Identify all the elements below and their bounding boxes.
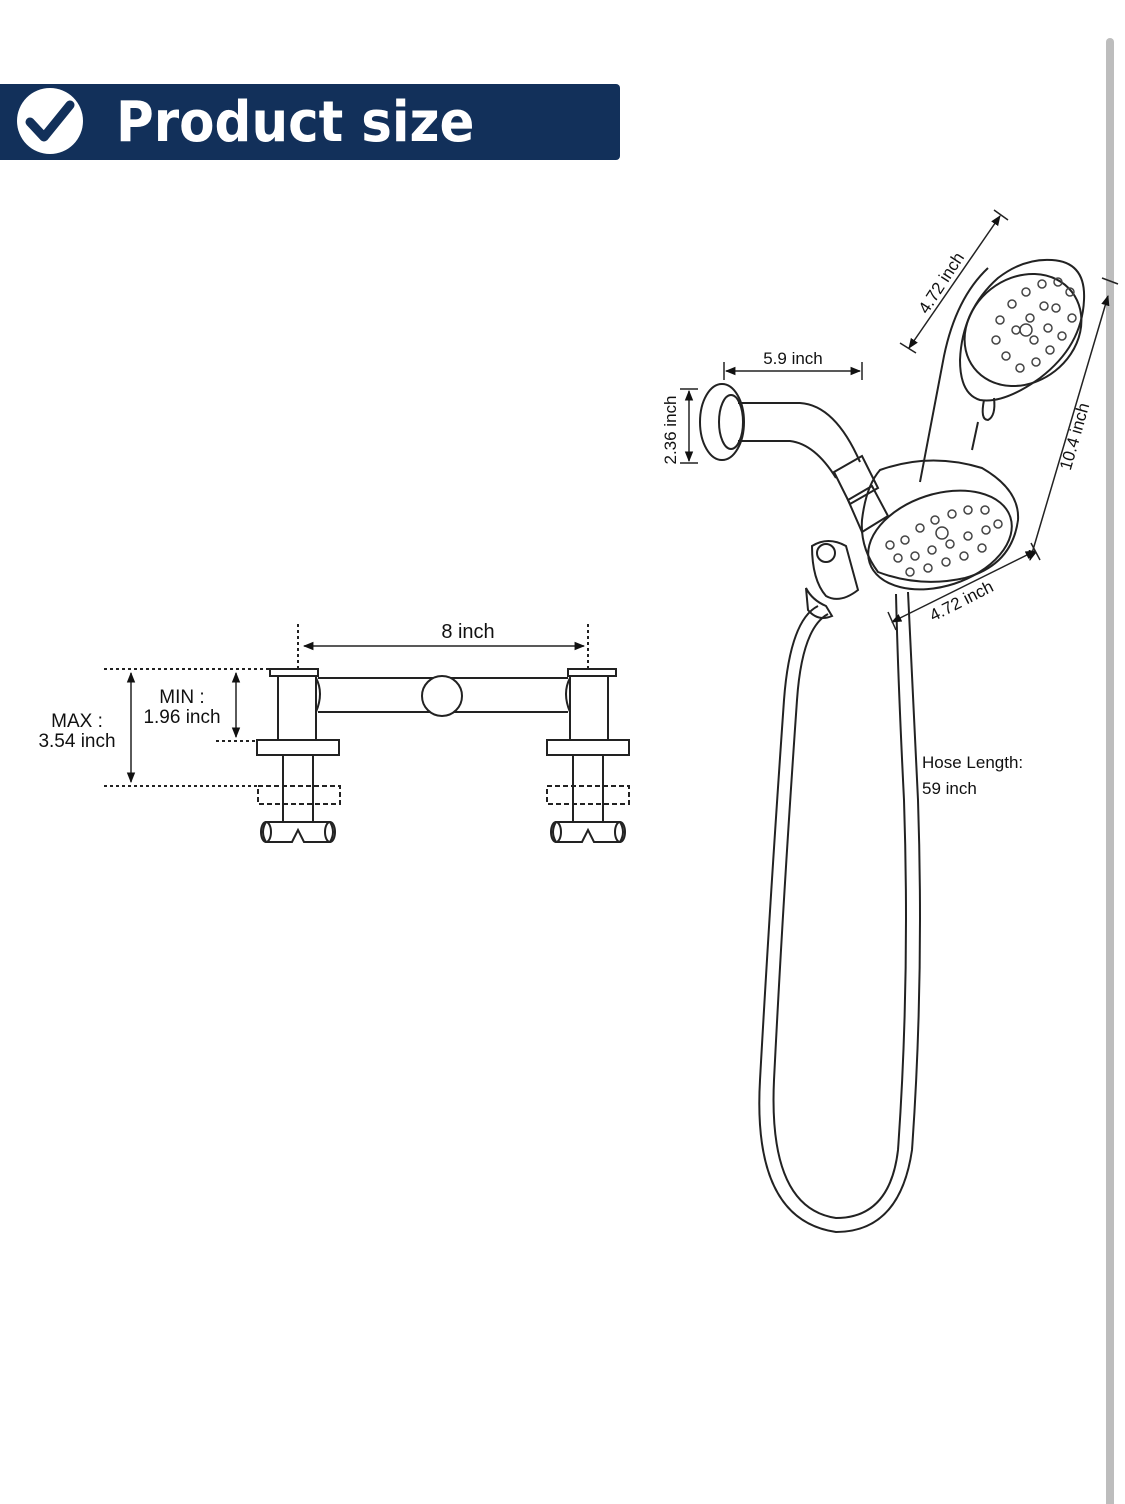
- height-dimension-line: [1028, 294, 1110, 562]
- swivel-connector: [832, 454, 880, 506]
- left-handle: [262, 821, 334, 843]
- check-circle-icon: [17, 88, 83, 154]
- left-valve-body: [277, 675, 317, 741]
- left-flange: [256, 739, 340, 756]
- height-label: 10.4 inch: [1056, 401, 1093, 473]
- handheld-shower-head: [958, 258, 1086, 402]
- flange-diameter-label: 2.36 inch: [661, 396, 680, 465]
- right-handle: [552, 821, 624, 843]
- right-flange: [546, 739, 630, 756]
- page-title: Product size: [116, 90, 475, 155]
- right-valve-body: [569, 675, 609, 741]
- right-flange-extended: [546, 785, 630, 805]
- fixed-head-nozzles: [885, 505, 1003, 577]
- valve-max-label: MAX :: [51, 711, 103, 732]
- fixed-head-face: [867, 489, 1013, 591]
- valve-width-label: 8 inch: [441, 621, 494, 643]
- wall-flange: [699, 383, 745, 461]
- valve-min-value: 1.96 inch: [143, 707, 220, 728]
- crossbar-knob: [421, 675, 463, 717]
- fixed-head-dimension-line: [891, 550, 1036, 623]
- scrollbar[interactable]: [1106, 38, 1114, 1504]
- right-cap: [567, 668, 617, 677]
- handheld-dimension-line: [908, 215, 1001, 349]
- hose-length-value: 59 inch: [922, 779, 977, 798]
- left-flange-extended: [257, 785, 341, 805]
- handheld-head-nozzles: [991, 277, 1077, 373]
- valve-drawing: [104, 624, 630, 843]
- arm-length-label: 5.9 inch: [763, 349, 823, 368]
- left-cap: [269, 668, 319, 677]
- valve-max-value: 3.54 inch: [38, 731, 115, 752]
- header-banner: [0, 84, 620, 160]
- fixed-head-diameter-label: 4.72 inch: [926, 577, 996, 625]
- hose: [758, 591, 921, 1234]
- shower-arm: [738, 402, 861, 463]
- valve-min-label: MIN :: [159, 687, 204, 708]
- diverter-holder: [810, 540, 860, 600]
- shower-drawing: [680, 209, 1119, 1234]
- hose-length-label: Hose Length:: [922, 753, 1023, 772]
